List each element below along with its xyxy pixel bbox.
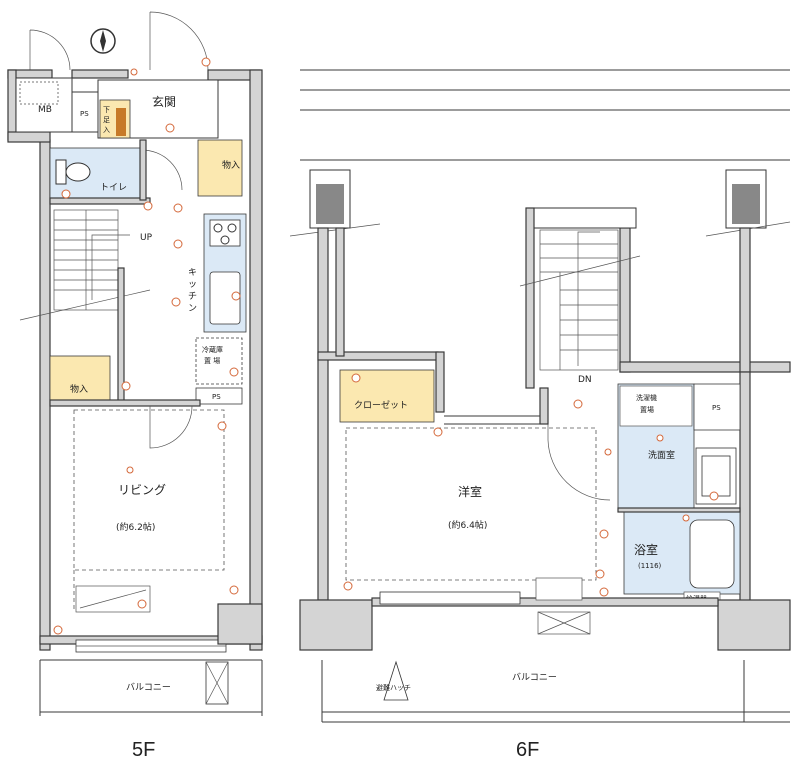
staircase-6f xyxy=(519,229,641,371)
wall xyxy=(619,361,791,373)
bath-size-label: (1116) xyxy=(638,562,662,570)
stair-arrow xyxy=(91,234,130,300)
floor-5f: MB PS 玄関 下 足 入 トイレ 物入 xyxy=(7,11,263,761)
ac-unit-6f xyxy=(535,577,583,601)
svg-text:置場: 置場 xyxy=(640,405,654,414)
western-dashline xyxy=(345,427,597,581)
bathtub xyxy=(689,519,735,589)
outlets-5f xyxy=(53,57,241,635)
wall xyxy=(7,131,51,143)
ps2-room xyxy=(195,387,243,405)
wall xyxy=(39,139,51,651)
vent-right xyxy=(705,169,791,237)
wall xyxy=(435,351,445,413)
svg-text:置 場: 置 場 xyxy=(204,356,220,365)
western-size-label: (約6.4帖) xyxy=(448,519,487,531)
column xyxy=(717,599,791,651)
living-label: リビング xyxy=(118,483,166,497)
svg-text:ッ: ッ xyxy=(188,280,197,290)
laundry-label: 洗濯機 xyxy=(636,393,657,402)
stove xyxy=(209,219,241,247)
toilet-label: トイレ xyxy=(100,183,127,193)
staircase-5f xyxy=(19,209,151,321)
door-swing xyxy=(29,29,71,71)
toilet-tank-icon xyxy=(55,159,67,185)
floor-label-6f: 6F xyxy=(516,739,539,761)
wall xyxy=(539,387,549,425)
wall xyxy=(619,227,631,373)
living-dashline xyxy=(73,409,225,571)
storage-top xyxy=(197,139,243,197)
toilet-bowl-icon xyxy=(65,162,91,182)
ps2-label: PS xyxy=(212,393,221,401)
wall xyxy=(317,227,329,601)
burner-icon xyxy=(220,235,230,245)
living-size-label: (約6.2帖) xyxy=(116,521,155,533)
storage-mid-label: 物入 xyxy=(70,383,88,395)
outlets-6f xyxy=(343,373,719,597)
svg-text:足: 足 xyxy=(103,116,110,124)
balcony-label-5f: バルコニー xyxy=(126,682,171,693)
bath-label: 浴室 xyxy=(634,542,658,557)
up-label: UP xyxy=(140,233,153,243)
wall xyxy=(49,197,151,205)
closet-label: クローゼット xyxy=(354,399,408,411)
toilet-door-swing xyxy=(141,149,183,191)
svg-text:キ: キ xyxy=(188,268,197,278)
ps-label: PS xyxy=(80,110,89,118)
wall xyxy=(139,139,147,201)
storage-top-label: 物入 xyxy=(222,159,240,171)
down-label: DN xyxy=(578,375,592,385)
wall xyxy=(335,227,345,357)
laundry-space xyxy=(619,385,693,427)
compass-needle-icon xyxy=(100,30,106,52)
svg-text:チ: チ xyxy=(188,291,197,302)
ps-label-6f: PS xyxy=(712,404,721,412)
hatch-label: 避難ハッチ xyxy=(376,683,411,692)
wall xyxy=(7,69,17,141)
western-door-swing xyxy=(547,390,611,501)
washroom-label: 洗面室 xyxy=(648,449,675,461)
wall xyxy=(739,371,751,603)
wall xyxy=(71,69,129,79)
svg-text:入: 入 xyxy=(103,126,110,134)
shoebox-label: 下 xyxy=(103,106,110,114)
floor-label-5f: 5F xyxy=(132,739,155,761)
mb-room xyxy=(15,77,73,133)
wall xyxy=(525,207,535,389)
window-6f xyxy=(379,591,521,605)
wall xyxy=(617,507,741,513)
mb-box xyxy=(19,81,59,105)
ps-room-6f xyxy=(693,383,741,431)
balcony-label-6f: バルコニー xyxy=(512,672,557,683)
shoebox-shade xyxy=(116,108,126,136)
burner-icon xyxy=(227,223,237,233)
vent-left xyxy=(289,169,381,237)
svg-text:ン: ン xyxy=(188,304,197,314)
burner-icon xyxy=(213,223,223,233)
mb-label: MB xyxy=(38,105,52,115)
kitchen-label: キ ッ チ ン xyxy=(188,268,197,314)
wall xyxy=(49,399,201,407)
entrance-label: 玄関 xyxy=(152,94,176,109)
living-door-swing xyxy=(149,405,193,449)
wall xyxy=(249,69,263,651)
western-label: 洋室 xyxy=(458,484,482,499)
column xyxy=(299,599,373,651)
front-door-swing xyxy=(149,11,209,71)
column xyxy=(217,603,263,645)
hatch-triangle xyxy=(383,660,409,701)
wall xyxy=(739,227,751,373)
fridge-label: 冷蔵庫 xyxy=(202,345,223,354)
floor-6f: DN クローゼット 洋室 (約6.4帖) 洗濯機 置場 PS 洗面室 浴室 (1… xyxy=(289,69,791,761)
